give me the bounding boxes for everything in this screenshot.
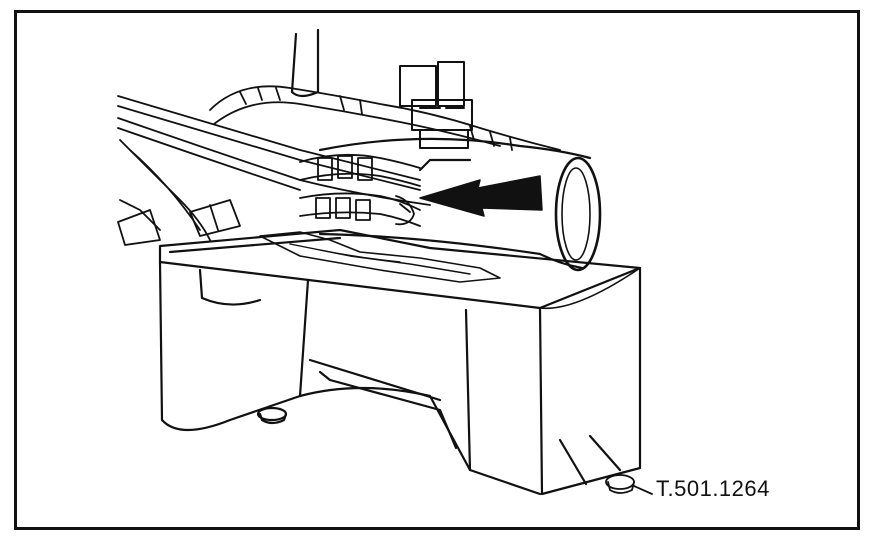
mounting-bolt: [605, 474, 653, 495]
connector-block: [399, 61, 473, 149]
vertical-pipe: [290, 28, 320, 98]
hose-fittings: [299, 153, 421, 227]
wiring-harness: [209, 85, 561, 151]
frame-rails: [117, 95, 431, 246]
figure-reference-code: T.501.1264: [656, 476, 770, 501]
support-cradle: [158, 228, 642, 496]
pointer-arrow: [419, 175, 543, 217]
